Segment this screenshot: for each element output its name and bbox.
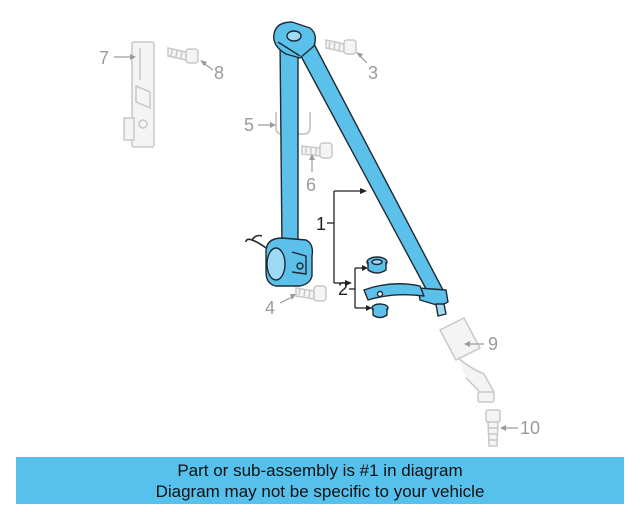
part-info-banner: Part or sub-assembly is #1 in diagram Di… [16,457,624,504]
callout-7: 7 [99,48,109,68]
part-4-bolt[interactable] [295,285,327,302]
vertical-webbing [279,39,299,249]
part-2-guide-assembly[interactable] [363,256,425,319]
part-6-bolt[interactable] [301,142,333,159]
callout-2: 2 [338,279,348,299]
callout-4: 4 [265,298,275,318]
callout-10: 10 [520,418,540,438]
part-1-seat-belt-assembly[interactable] [245,21,449,317]
banner-line-2: Diagram may not be specific to your vehi… [155,481,485,501]
callout-5: 5 [244,115,254,135]
wire-harness [245,234,267,249]
part-9-buckle[interactable] [438,317,495,403]
part-3-bolt[interactable] [325,39,357,55]
tongue-end [435,303,447,317]
banner-line-1: Part or sub-assembly is #1 in diagram [177,460,463,480]
callout-6: 6 [306,175,316,195]
callout-3: 3 [368,63,378,83]
guide-bracket [363,283,425,301]
part-7-bracket[interactable] [123,41,155,148]
callout-1-leader [327,190,360,284]
callout-8: 8 [214,63,224,83]
part-10-bolt[interactable] [485,409,501,447]
seat-belt-diagram: 7 8 3 5 [99,21,540,447]
callout-1: 1 [316,214,326,234]
lower-knob [371,303,389,319]
diagonal-webbing [289,29,445,301]
callout-9: 9 [488,334,498,354]
callout-2-leader [349,267,366,309]
part-8-bolt[interactable] [167,47,199,64]
upper-knob [366,256,388,274]
